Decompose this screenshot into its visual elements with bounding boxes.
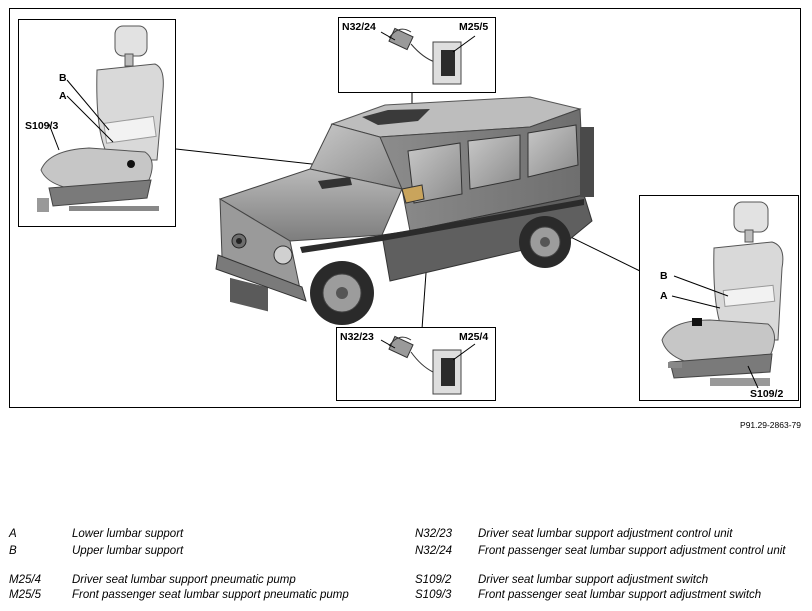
legend-description: Front passenger seat lumbar support adju… — [478, 545, 786, 557]
legend-code: M25/4 — [9, 574, 41, 586]
legend-description: Driver seat lumbar support pneumatic pum… — [72, 574, 296, 586]
legend-description: Front passenger seat lumbar support adju… — [478, 589, 762, 601]
front-passenger-components-illustration — [380, 27, 476, 85]
callout-left-a: A — [59, 90, 67, 102]
legend-description: Driver seat lumbar support adjustment sw… — [478, 574, 709, 586]
legend-description: Front passenger seat lumbar support pneu… — [72, 589, 349, 601]
legend-code: M25/5 — [9, 589, 41, 601]
legend-code: N32/23 — [415, 528, 453, 540]
callout-s109-3: S109/3 — [25, 120, 59, 132]
left-seat-inset: B A S109/3 — [18, 19, 176, 227]
legend-code: A — [9, 528, 17, 540]
callout-right-a: A — [660, 290, 668, 302]
illustration-frame: B A S109/3 N32/24 M25/5 N32/23 M25/4 — [9, 8, 801, 408]
callout-n32-23: N32/23 — [340, 331, 374, 343]
top-component-inset: N32/24 M25/5 — [338, 17, 496, 93]
legend-description: Upper lumbar support — [72, 545, 184, 557]
driver-seat-illustration — [661, 201, 784, 389]
callout-left-b: B — [59, 72, 67, 84]
legend-right: N32/23 Driver seat lumbar support adjust… — [415, 528, 805, 608]
legend-code: S109/3 — [415, 589, 452, 601]
callout-s109-2: S109/2 — [750, 388, 784, 400]
callout-n32-24: N32/24 — [342, 21, 376, 33]
right-seat-inset: B A S109/2 — [639, 195, 799, 401]
driver-components-illustration — [380, 335, 476, 395]
callout-right-b: B — [660, 270, 668, 282]
legend-code: N32/24 — [415, 545, 453, 557]
passenger-seat-illustration — [37, 25, 164, 212]
bottom-component-inset: N32/23 M25/4 — [336, 327, 496, 401]
legend-left: A Lower lumbar support B Upper lumbar su… — [9, 528, 409, 608]
vehicle-illustration — [215, 96, 594, 325]
legend-code: B — [9, 545, 17, 557]
callout-m25-4: M25/4 — [459, 331, 489, 343]
legend-code: S109/2 — [415, 574, 452, 586]
legend-description: Lower lumbar support — [72, 528, 184, 540]
callout-m25-5: M25/5 — [459, 21, 489, 33]
figure-reference: P91.29-2863-79 — [740, 420, 801, 430]
legend-description: Driver seat lumbar support adjustment co… — [478, 528, 733, 540]
